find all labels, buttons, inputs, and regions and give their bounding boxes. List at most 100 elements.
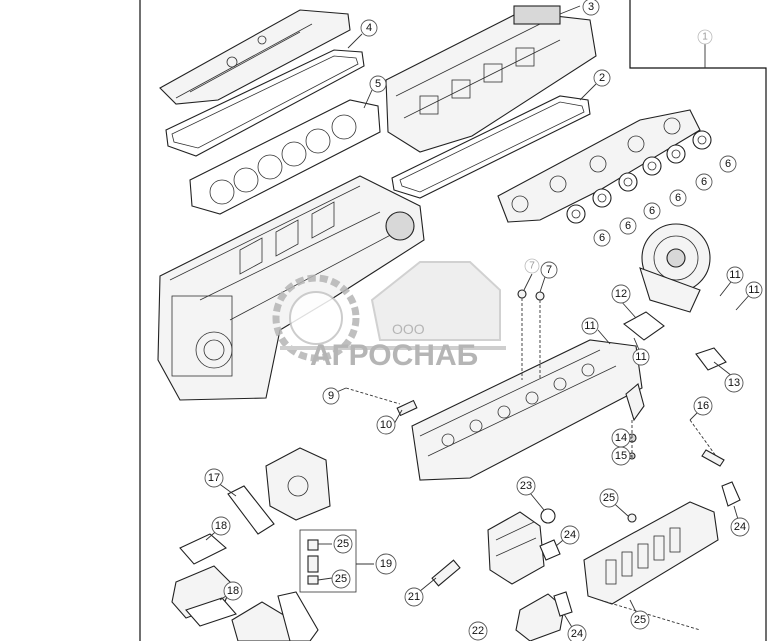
callout-9: 9 xyxy=(322,387,340,405)
head-gasket xyxy=(189,99,381,215)
callout-1: 1 xyxy=(697,29,713,45)
svg-text:15: 15 xyxy=(615,450,627,462)
svg-text:5: 5 xyxy=(375,78,381,90)
thermostat-housing xyxy=(227,447,331,535)
svg-text:18: 18 xyxy=(227,585,239,597)
callout-13: 13 xyxy=(724,373,744,393)
svg-text:16: 16 xyxy=(697,400,709,412)
callout-25: 25 xyxy=(630,610,650,630)
callout-23: 23 xyxy=(516,476,536,496)
cylinder-head xyxy=(411,339,643,481)
breather-plugs xyxy=(517,289,545,380)
valve-cover-gasket xyxy=(165,49,365,157)
svg-text:22: 22 xyxy=(472,625,484,637)
callout-6: 6 xyxy=(695,173,713,191)
callout-24: 24 xyxy=(567,624,587,641)
callout-5: 5 xyxy=(369,75,387,93)
exhaust-gaskets xyxy=(566,130,712,224)
svg-text:3: 3 xyxy=(588,1,594,13)
callout-16: 16 xyxy=(693,396,713,416)
turbo-gaskets xyxy=(623,311,727,371)
svg-text:10: 10 xyxy=(380,419,392,431)
svg-text:23: 23 xyxy=(520,480,532,492)
svg-text:17: 17 xyxy=(208,472,220,484)
callout-25: 25 xyxy=(599,488,619,508)
svg-text:9: 9 xyxy=(328,390,334,402)
callout-6: 6 xyxy=(619,217,637,235)
svg-text:24: 24 xyxy=(564,529,576,541)
svg-text:11: 11 xyxy=(729,269,740,281)
svg-text:13: 13 xyxy=(728,377,740,389)
callout-22: 22 xyxy=(468,621,488,641)
callout-25: 25 xyxy=(331,569,351,589)
callout-4: 4 xyxy=(360,19,378,37)
callout-7: 7 xyxy=(524,258,540,274)
callout-6: 6 xyxy=(669,189,687,207)
callout-11: 11 xyxy=(632,348,650,366)
svg-text:24: 24 xyxy=(734,521,746,533)
callout-17: 17 xyxy=(204,468,224,488)
svg-text:2: 2 xyxy=(599,72,605,84)
callout-11: 11 xyxy=(581,317,599,335)
svg-text:11: 11 xyxy=(635,351,646,363)
svg-text:6: 6 xyxy=(625,220,631,232)
thermostat-kit-box xyxy=(299,529,374,593)
svg-text:18: 18 xyxy=(215,520,227,532)
svg-text:7: 7 xyxy=(529,261,535,272)
svg-text:4: 4 xyxy=(366,22,372,34)
callout-18: 18 xyxy=(211,516,231,536)
callout-3: 3 xyxy=(582,0,600,16)
svg-text:25: 25 xyxy=(337,538,349,550)
glow-sensor xyxy=(689,419,725,467)
svg-text:19: 19 xyxy=(380,558,392,570)
svg-text:6: 6 xyxy=(725,158,731,170)
callout-10: 10 xyxy=(376,415,396,435)
callout-12: 12 xyxy=(611,284,631,304)
callout-6: 6 xyxy=(643,202,661,220)
callout-2: 2 xyxy=(593,69,611,87)
callout-14: 14 xyxy=(611,428,631,448)
watermark-prefix: ООО xyxy=(392,321,425,337)
fuel-injection-pump xyxy=(487,508,561,585)
turbocharger xyxy=(639,223,711,313)
callout-11: 11 xyxy=(726,266,744,284)
watermark-brand: АГРОСНАБ xyxy=(310,339,478,372)
callout-18: 18 xyxy=(223,581,243,601)
svg-text:6: 6 xyxy=(701,176,707,188)
svg-text:24: 24 xyxy=(571,628,583,640)
svg-text:12: 12 xyxy=(615,288,627,300)
svg-text:6: 6 xyxy=(599,232,605,244)
svg-text:11: 11 xyxy=(748,284,759,296)
callout-11: 11 xyxy=(745,281,763,299)
coolant-pipe xyxy=(431,559,461,587)
svg-text:25: 25 xyxy=(634,614,646,626)
intake-manifold-gasket xyxy=(391,95,591,199)
diagram-frame xyxy=(139,0,767,641)
callout-19: 19 xyxy=(375,553,397,575)
agrosnab-watermark: ООО АГРОСНАБ xyxy=(272,261,506,372)
callout-15: 15 xyxy=(611,446,631,466)
callout-21: 21 xyxy=(404,587,424,607)
water-pump xyxy=(171,533,319,641)
intake-manifold xyxy=(385,5,597,153)
oil-cooler xyxy=(583,481,741,605)
svg-text:1: 1 xyxy=(702,32,708,43)
callout-24: 24 xyxy=(730,517,750,537)
svg-text:25: 25 xyxy=(335,573,347,585)
fuel-injector xyxy=(625,383,645,460)
svg-text:21: 21 xyxy=(408,591,420,603)
svg-text:11: 11 xyxy=(584,320,595,332)
valve-cover xyxy=(159,9,351,105)
callout-6: 6 xyxy=(719,155,737,173)
svg-text:6: 6 xyxy=(675,192,681,204)
dowel-pin xyxy=(345,387,418,417)
callout-24: 24 xyxy=(560,525,580,545)
svg-text:14: 14 xyxy=(615,432,627,444)
svg-text:7: 7 xyxy=(546,264,552,276)
elbow-fitting xyxy=(515,591,701,641)
callout-7: 7 xyxy=(540,261,558,279)
svg-text:6: 6 xyxy=(649,205,655,217)
callout-6: 6 xyxy=(593,229,611,247)
callout-25: 25 xyxy=(333,534,353,554)
